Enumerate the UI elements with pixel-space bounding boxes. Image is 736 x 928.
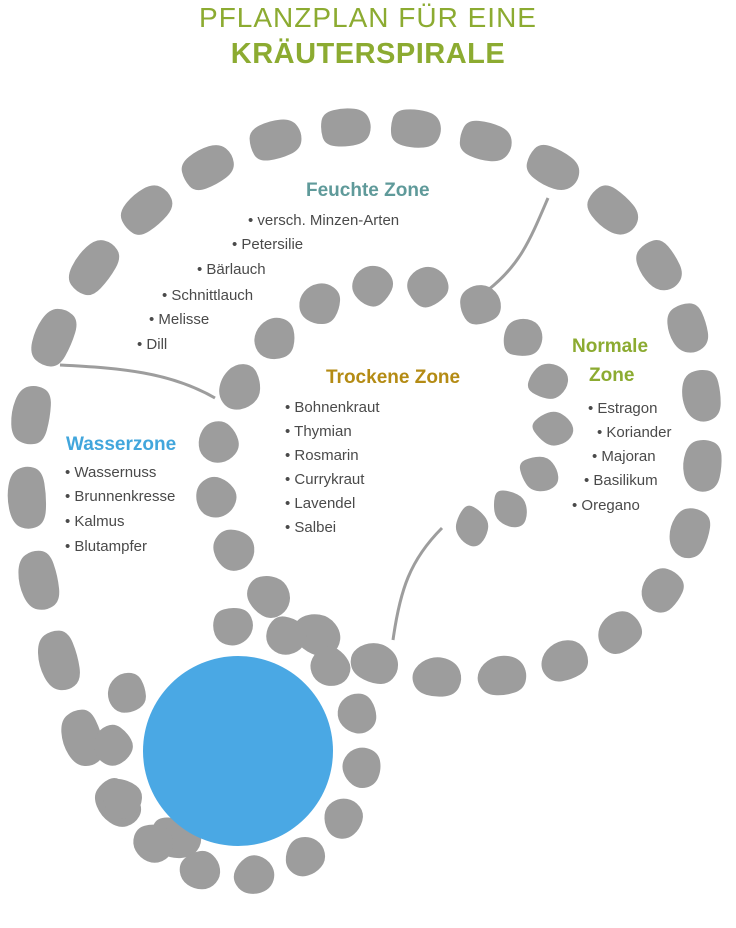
title-line-2: KRÄUTERSPIRALE (230, 38, 506, 70)
spiral-stone (213, 529, 255, 571)
spiral-stone (38, 630, 80, 691)
spiral-stone (532, 411, 574, 446)
zone-title-trockene: Trockene Zone (326, 367, 461, 388)
spiral-stone (179, 850, 221, 890)
plant-trockene-1: • Bohnenkraut (285, 399, 380, 416)
plant-feuchte-2: • Petersilie (232, 236, 304, 253)
zone-title-normale-line-1: Normale (572, 336, 649, 357)
connector-lines (59, 197, 550, 641)
spiral-stone (682, 369, 721, 422)
connector-line (391, 526, 444, 641)
spiral-stone (541, 640, 589, 682)
plant-normale-5: • Oregano (572, 497, 640, 514)
plant-feuchte-5: • Melisse (149, 311, 210, 328)
spiral-stone (18, 550, 60, 610)
spiral-stone (641, 568, 684, 613)
plant-feuchte-3: • Bärlauch (197, 261, 266, 278)
spiral-stone (299, 283, 341, 325)
spiral-stone (412, 657, 462, 697)
title-line-1: PFLANZPLAN FÜR EINE (199, 2, 537, 33)
zone-title-normale-line-2: Zone (589, 365, 635, 386)
spiral-stone (247, 575, 291, 618)
connector-line (487, 197, 550, 292)
plant-trockene-5: • Lavendel (285, 495, 356, 512)
spiral-stone (455, 505, 489, 547)
water-pond (143, 656, 333, 846)
plant-feuchte-1: • versch. Minzen-Arten (248, 212, 400, 229)
plant-wasser-3: • Kalmus (65, 513, 125, 530)
spiral-stone (477, 655, 527, 696)
spiral-stone (669, 508, 711, 559)
spiral-stone (249, 119, 302, 161)
plant-normale-4: • Basilikum (584, 472, 658, 489)
spiral-stone (636, 239, 682, 291)
spiral-stone (219, 364, 261, 410)
spiral-stone (293, 614, 341, 657)
plant-normale-1: • Estragon (588, 400, 658, 417)
stones (7, 108, 722, 894)
spiral-stone (407, 266, 449, 308)
plant-trockene-3: • Rosmarin (285, 447, 359, 464)
spiral-stone (310, 646, 351, 686)
plant-wasser-2: • Brunnenkresse (65, 488, 176, 505)
spiral-stone (503, 318, 543, 356)
plant-trockene-2: • Thymian (285, 423, 352, 440)
spiral-stone (254, 317, 295, 360)
spiral-stone (459, 120, 512, 162)
spiral-stone (350, 643, 399, 684)
plant-feuchte-4: • Schnittlauch (162, 287, 254, 304)
spiral-stone (598, 611, 643, 655)
zone-title-wasser: Wasserzone (66, 434, 177, 455)
zone-title-feuchte: Feuchte Zone (306, 180, 430, 201)
spiral-stone (196, 476, 237, 518)
spiral-stone (61, 709, 104, 767)
plant-trockene-6: • Salbei (285, 519, 337, 536)
spiral-stone (120, 185, 173, 235)
plant-feuchte-6: • Dill (137, 336, 168, 353)
spiral-stone (493, 490, 527, 528)
spiral-stone (133, 824, 173, 863)
spiral-stone (390, 109, 441, 148)
spiral-stone (11, 386, 51, 445)
plant-normale-2: • Koriander (597, 424, 672, 441)
spiral-stone (342, 747, 381, 788)
plant-trockene-4: • Currykraut (285, 471, 365, 488)
spiral-stone (324, 798, 363, 839)
spiral-stone (285, 836, 326, 877)
spiral-stone (519, 456, 559, 492)
spiral-stone (526, 144, 580, 190)
spiral-stone (352, 265, 394, 307)
plant-wasser-1: • Wassernuss (65, 464, 157, 481)
spiral-stone (103, 779, 142, 819)
spiral-stone (233, 855, 275, 894)
connector-line (59, 363, 216, 400)
spiral-stone (7, 466, 47, 529)
spiral-stone (667, 303, 709, 353)
spiral-stone (460, 285, 501, 325)
spiral-stone (181, 145, 234, 191)
spiral-stone (198, 421, 239, 463)
spiral-stone (587, 185, 639, 235)
plant-normale-3: • Majoran (592, 448, 656, 465)
plant-wasser-4: • Blutampfer (65, 538, 147, 555)
spiral-stone (68, 240, 120, 296)
spiral-stone (107, 672, 146, 713)
spiral-stone (31, 308, 77, 367)
spiral-stone (321, 108, 371, 147)
spiral-stone (213, 608, 253, 646)
spiral-stone (683, 439, 722, 492)
spiral-stone (337, 693, 377, 734)
spiral-stone (94, 724, 133, 766)
spiral-stone (266, 616, 307, 655)
spiral-stone (527, 363, 569, 399)
